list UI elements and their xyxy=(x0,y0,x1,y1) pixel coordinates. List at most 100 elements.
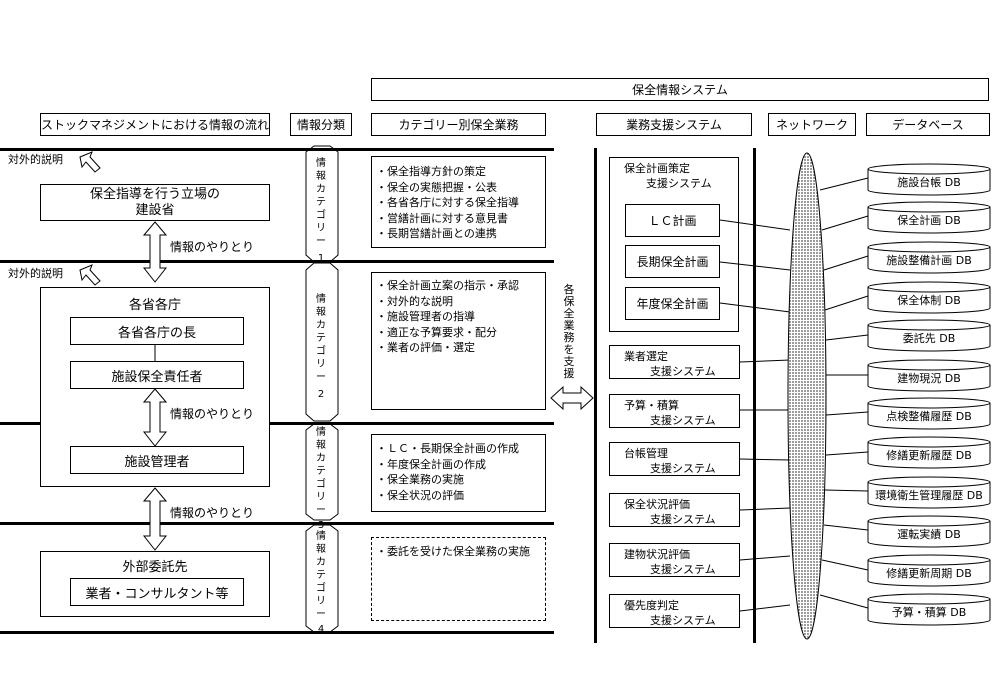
construction-ministry-line1: 保全指導を行う立場の xyxy=(89,186,220,202)
exchange-arrow-icon-1 xyxy=(142,221,168,283)
facility-maintenance-manager-box: 施設保全責任者 xyxy=(70,361,244,389)
database-label: 修繕更新周期 DB xyxy=(886,567,972,580)
system-title-header: 保全情報システム xyxy=(371,78,989,101)
database-label: 委託先 DB xyxy=(902,332,956,345)
database-label: 建物現況 DB xyxy=(897,372,961,385)
external-explanation-label-1: 対外的説明 xyxy=(8,153,63,166)
list-item: ・適正な予算要求・配分 xyxy=(376,325,497,339)
database-cylinder xyxy=(867,554,991,587)
flow-header: ストックマネジメントにおける情報の流れ xyxy=(40,113,270,136)
work-list-box-2 xyxy=(371,272,546,410)
database-label: 予算・積算 DB xyxy=(891,606,967,619)
divider-line-4 xyxy=(0,522,554,525)
support-section-left-line xyxy=(594,148,597,643)
support-vertical-label: 各保全業務を支援 xyxy=(563,283,575,380)
external-arrow-icon-1 xyxy=(79,151,101,173)
info-exchange-label-3: 情報のやりとり xyxy=(170,506,255,520)
info-exchange-label-1: 情報のやりとり xyxy=(170,240,255,254)
construction-ministry-box: 保全指導を行う立場の 建設省 xyxy=(40,184,270,221)
category-1-hexagon xyxy=(305,145,339,263)
support-section-right-line xyxy=(753,148,756,643)
db-connectors xyxy=(819,177,869,609)
long-term-plan-box: 長期保全計画 xyxy=(625,245,720,278)
building-evaluation-system: 建物状況評価支援システム xyxy=(609,543,740,577)
list-item: ・保全指導方針の策定 xyxy=(376,165,486,178)
divider-line-3 xyxy=(0,422,554,425)
ministries-label: 各省各庁 xyxy=(128,298,181,313)
classification-header: 情報分類 xyxy=(290,113,352,136)
exchange-arrow-icon-3 xyxy=(142,487,168,551)
category-2-hexagon xyxy=(305,262,339,422)
priority-judgement-system: 優先度判定支援システム xyxy=(609,594,740,628)
divider-line-1 xyxy=(0,148,554,151)
work-list-4: ・委託を受けた保全業務の実施 xyxy=(376,544,530,560)
maintenance-evaluation-system: 保全状況評価支援システム xyxy=(609,493,740,527)
database-label: 施設整備計画 DB xyxy=(886,254,972,267)
construction-ministry-line2: 建設省 xyxy=(135,202,175,218)
database-cylinder xyxy=(867,436,991,469)
network-ellipse xyxy=(787,152,827,640)
external-arrow-icon-2 xyxy=(79,264,101,286)
category-1-label: 情報カテゴリー 1 xyxy=(316,158,326,264)
database-cylinder xyxy=(867,397,991,430)
work-list-2: ・保全計画立案の指示・承認 ・対外的な説明 ・施設管理者の指導 ・適正な予算要求… xyxy=(376,278,519,356)
external-explanation-label-2: 対外的説明 xyxy=(8,267,63,280)
database-cylinder xyxy=(867,319,991,352)
list-item: ・ＬＣ・長期保全計画の作成 xyxy=(376,442,519,455)
list-item: ・長期営繕計画との連携 xyxy=(376,227,497,240)
database-header: データベース xyxy=(866,113,990,136)
category-2-label: 情報カテゴリー 2 xyxy=(316,294,326,400)
database-label: 運転実績 DB xyxy=(897,528,961,541)
list-item: ・対外的な説明 xyxy=(376,294,453,308)
list-item: ・営繕計画に対する意見書 xyxy=(376,211,508,225)
support-double-arrow-icon xyxy=(550,385,594,411)
database-label: 点検整備履歴 DB xyxy=(886,410,972,423)
category-4-label: 情報カテゴリー 4 xyxy=(316,531,326,635)
annual-plan-box: 年度保全計画 xyxy=(625,287,720,320)
list-item: ・保全計画立案の指示・承認 xyxy=(376,279,519,292)
divider-line-5 xyxy=(0,631,554,634)
contractor-box: 業者・コンサルタント等 xyxy=(70,578,244,606)
exchange-arrow-icon-2 xyxy=(142,388,168,447)
maintenance-plan-line2: 支援システム xyxy=(646,177,712,190)
work-list-box-4 xyxy=(371,537,546,621)
divider-line-2 xyxy=(0,260,554,263)
ministry-head-box: 各省各庁の長 xyxy=(70,317,244,345)
category-3-hexagon xyxy=(305,423,339,521)
database-label: 保全体制 DB xyxy=(897,294,961,307)
list-item: ・年度保全計画の作成 xyxy=(376,457,486,471)
category-work-header: カテゴリー別保全業務 xyxy=(371,113,546,136)
maintenance-plan-line1: 保全計画策定 xyxy=(624,162,690,175)
database-label: 環境衛生管理履歴 DB xyxy=(875,489,983,502)
budget-estimate-system: 予算・積算支援システム xyxy=(609,394,740,428)
lc-plan-box: ＬＣ計画 xyxy=(625,204,720,237)
database-cylinder xyxy=(867,241,991,274)
database-cylinder xyxy=(867,359,991,392)
list-item: ・各省各庁に対する保全指導 xyxy=(376,196,519,209)
list-item: ・施設管理者の指導 xyxy=(376,310,475,323)
database-cylinder xyxy=(867,515,991,548)
database-cylinder xyxy=(867,593,991,626)
list-item: ・保全業務の実施 xyxy=(376,473,464,486)
contractor-selection-system: 業者選定支援システム xyxy=(609,345,740,379)
category-4-number: 4 xyxy=(317,624,325,635)
category-1-number: 1 xyxy=(317,253,325,264)
support-system-header: 業務支援システム xyxy=(596,113,752,136)
outsource-label: 外部委託先 xyxy=(122,560,188,575)
ledger-management-system: 台帳管理支援システム xyxy=(609,442,740,476)
database-label: 修繕更新履歴 DB xyxy=(886,449,972,462)
list-item: ・業者の評価・選定 xyxy=(376,341,475,354)
database-label: 施設台帳 DB xyxy=(897,176,961,189)
database-label: 保全計画 DB xyxy=(897,214,961,227)
facility-manager-box: 施設管理者 xyxy=(70,446,244,474)
info-exchange-label-2: 情報のやりとり xyxy=(170,407,255,421)
work-list-3: ・ＬＣ・長期保全計画の作成 ・年度保全計画の作成 ・保全業務の実施 ・保全状況の… xyxy=(376,441,519,503)
work-list-box-3 xyxy=(371,434,546,512)
network-header: ネットワーク xyxy=(768,113,856,136)
database-cylinder xyxy=(867,281,991,314)
database-cylinder xyxy=(867,163,991,196)
database-cylinder xyxy=(867,476,991,509)
database-cylinder xyxy=(867,201,991,234)
system-connectors xyxy=(719,219,791,612)
